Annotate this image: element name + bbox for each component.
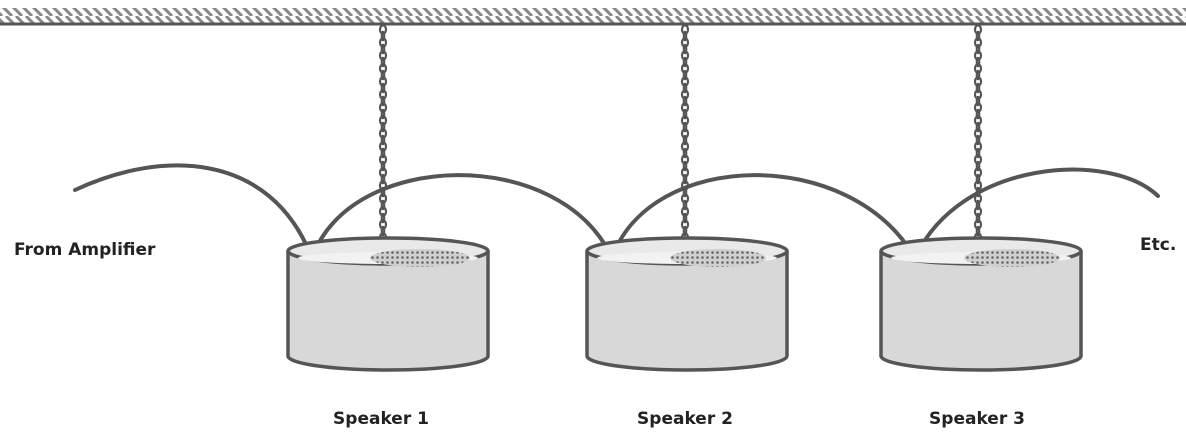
chain-link (975, 147, 981, 159)
chain-link (380, 160, 386, 172)
chain-link (682, 43, 688, 55)
chain-link (682, 186, 688, 198)
chain-link (682, 95, 688, 107)
chain-link (682, 173, 688, 185)
chain-link (975, 199, 981, 211)
chain-link (682, 147, 688, 159)
speaker-3-grille (964, 249, 1060, 267)
chain-link (682, 134, 688, 146)
chain-link (380, 82, 386, 94)
cable-to-next-speaker (913, 167, 1160, 260)
etc-label: Etc. (1140, 235, 1177, 255)
chain-link (975, 30, 981, 42)
speaker-2-label: Speaker 2 (637, 409, 733, 429)
chain-link (380, 225, 386, 237)
chain-link (975, 121, 981, 133)
speaker-1 (286, 236, 490, 372)
chain-link (975, 186, 981, 198)
cable-from-amplifier (73, 163, 314, 260)
chain-link (975, 82, 981, 94)
chain-link (380, 30, 386, 42)
chain-link (682, 56, 688, 68)
chain-link (975, 95, 981, 107)
chain-link (380, 69, 386, 81)
speaker-3-label: Speaker 3 (929, 409, 1025, 429)
speaker-3 (879, 236, 1083, 372)
chain-link (380, 199, 386, 211)
speaker-cables (73, 163, 1160, 260)
chain-link (975, 56, 981, 68)
chain-link (380, 43, 386, 55)
chain-link (380, 108, 386, 120)
chain-link (380, 173, 386, 185)
chain-link (975, 43, 981, 55)
chain-link (682, 121, 688, 133)
chain-link (682, 160, 688, 172)
chain-link (975, 225, 981, 237)
chain-link (682, 108, 688, 120)
cable-speaker2-to-speaker3 (610, 173, 917, 260)
chain-link (380, 212, 386, 224)
speaker-2 (585, 236, 789, 372)
chain-link (682, 212, 688, 224)
chain-link (682, 30, 688, 42)
chain-link (975, 69, 981, 81)
speaker-1-grille (370, 249, 470, 267)
chain-link (682, 69, 688, 81)
chain-link (380, 134, 386, 146)
chain-link (975, 173, 981, 185)
chain-link (380, 95, 386, 107)
chain-speaker-2 (680, 24, 690, 263)
chain-speaker-1 (378, 24, 388, 263)
chain-link (380, 147, 386, 159)
chain-link (975, 212, 981, 224)
chain-link (975, 134, 981, 146)
chain-link (975, 160, 981, 172)
chain-link (380, 186, 386, 198)
ceiling (0, 8, 1186, 26)
chain-link (682, 82, 688, 94)
chain-link (380, 56, 386, 68)
speaker-2-grille (670, 249, 766, 267)
from-amplifier-label: From Amplifier (14, 240, 156, 260)
chain-link (380, 121, 386, 133)
speaker-1-label: Speaker 1 (333, 409, 429, 429)
cable-speaker1-to-speaker2 (310, 173, 614, 260)
chain-link (682, 225, 688, 237)
chain-speaker-3 (973, 24, 983, 263)
chain-link (975, 108, 981, 120)
chain-link (682, 199, 688, 211)
